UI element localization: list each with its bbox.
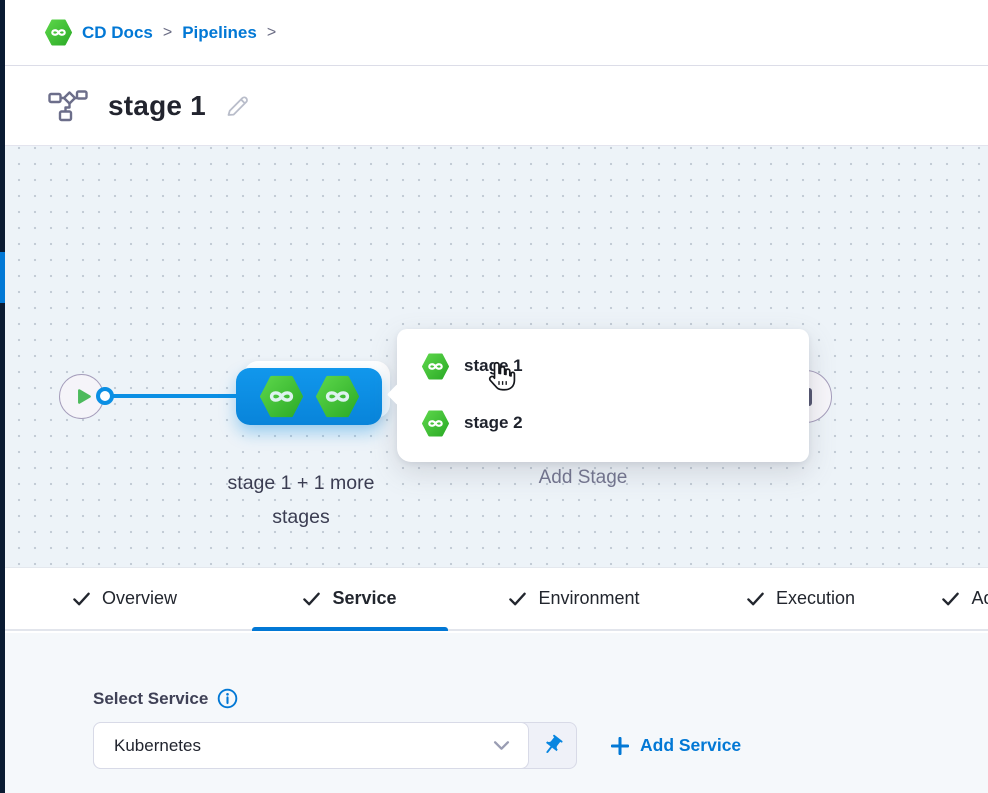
breadcrumb-bar: CD Docs > Pipelines > xyxy=(5,0,988,66)
service-select[interactable]: Kubernetes xyxy=(93,722,529,769)
harness-stage-icon xyxy=(422,353,449,380)
tab-overview[interactable]: Overview xyxy=(21,568,229,629)
harness-logo-icon[interactable] xyxy=(45,19,72,46)
stage-title: stage 1 xyxy=(108,89,206,121)
stage-group-node[interactable] xyxy=(236,368,382,425)
stage-menu-item-2[interactable]: stage 2 xyxy=(422,401,523,445)
harness-stage-icon xyxy=(315,375,359,418)
stage-group-popup: stage 1 stage 2 xyxy=(386,329,809,462)
tab-label: Advanced xyxy=(971,588,988,608)
tab-service[interactable]: Service xyxy=(252,568,448,631)
service-select-group: Kubernetes xyxy=(93,722,577,769)
check-icon xyxy=(747,592,764,605)
check-icon xyxy=(942,592,960,605)
stage-group-label: stage 1 + 1 more stages xyxy=(227,472,375,528)
breadcrumb-separator: > xyxy=(162,23,173,41)
edit-pencil-icon[interactable] xyxy=(224,92,251,119)
harness-stage-icon xyxy=(422,410,449,437)
stage-header: stage 1 xyxy=(5,66,988,146)
sidebar-active-indicator xyxy=(0,252,5,303)
play-icon xyxy=(77,389,91,404)
breadcrumb-link-pipelines[interactable]: Pipelines xyxy=(182,22,257,42)
pipeline-edge xyxy=(105,394,237,398)
tab-label: Environment xyxy=(538,588,640,608)
select-service-label: Select Service xyxy=(93,688,209,708)
check-icon xyxy=(303,592,321,605)
edge-port[interactable] xyxy=(96,387,114,405)
popup-arrow xyxy=(386,383,409,406)
chevron-down-icon xyxy=(493,741,510,750)
tab-environment[interactable]: Environment xyxy=(452,568,697,629)
tab-execution[interactable]: Execution xyxy=(697,568,905,629)
tab-label: Service xyxy=(332,588,397,608)
add-service-button[interactable]: Add Service xyxy=(611,722,741,769)
plus-icon xyxy=(611,736,629,755)
stage-tabbar: Overview Service Environment Execution A… xyxy=(5,568,988,631)
check-icon xyxy=(509,592,527,605)
breadcrumb-link-project[interactable]: CD Docs xyxy=(82,22,153,42)
breadcrumb-separator: > xyxy=(266,23,277,41)
hand-cursor xyxy=(481,358,517,399)
add-stage-label: Add Stage xyxy=(538,467,628,488)
tab-label: Overview xyxy=(101,588,177,608)
info-icon[interactable] xyxy=(217,688,238,709)
stage-menu-item-label: stage 2 xyxy=(464,413,523,432)
active-tab-underline xyxy=(252,627,448,631)
service-panel: Select Service Kubernetes xyxy=(5,633,988,793)
add-service-label: Add Service xyxy=(640,735,742,755)
service-select-value: Kubernetes xyxy=(114,735,201,755)
tab-label: Execution xyxy=(775,588,856,608)
pipeline-icon xyxy=(48,89,88,122)
pin-icon xyxy=(545,734,563,754)
sidebar-edge xyxy=(0,0,5,793)
harness-stage-icon xyxy=(259,375,303,418)
check-icon xyxy=(73,592,90,605)
pin-service-button[interactable] xyxy=(528,723,576,768)
pipeline-canvas: stage 1 + 1 more stages Add Stage stage … xyxy=(5,146,988,568)
breadcrumb: CD Docs > Pipelines > xyxy=(45,19,276,46)
tab-advanced[interactable]: Advanced xyxy=(922,568,988,629)
